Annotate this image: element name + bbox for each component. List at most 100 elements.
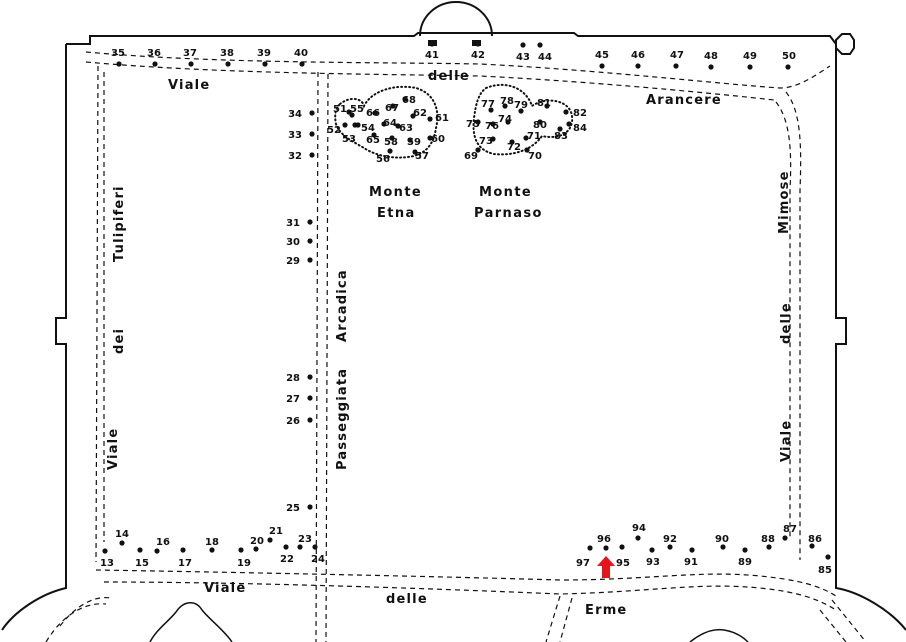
point-22: 22 (280, 544, 294, 565)
point-number-label: 92 (663, 534, 677, 545)
point-number-label: 81 (537, 98, 551, 109)
point-dot (390, 103, 396, 109)
point-dot (410, 113, 416, 119)
point-62: 62 (410, 108, 427, 119)
point-dot (102, 548, 108, 554)
point-dot (523, 135, 529, 141)
point-number-label: 21 (269, 526, 283, 537)
point-dot (267, 537, 273, 543)
point-dot (372, 110, 378, 116)
point-15: 15 (135, 547, 149, 569)
point-dot (342, 122, 348, 128)
point-dot (537, 42, 543, 48)
point-dot (402, 96, 408, 102)
street-label-delle-top: delle (428, 69, 470, 84)
point-dot (395, 123, 401, 129)
point-82: 82 (563, 108, 587, 119)
point-dot (502, 103, 508, 109)
point-71: 71 (523, 131, 541, 142)
point-dot (619, 544, 625, 550)
point-number-label: 79 (514, 100, 528, 111)
point-dot (307, 374, 313, 380)
point-97: 97 (576, 545, 593, 569)
point-31: 31 (286, 218, 313, 229)
street-label-viale-bottom: Viale (204, 581, 246, 596)
point-33: 33 (288, 130, 315, 141)
point-dot (309, 110, 315, 116)
street-label-tulipiferi: Tulipiferi (112, 185, 127, 262)
point-73: 73 (479, 136, 496, 147)
point-37: 37 (183, 48, 197, 67)
point-dot (238, 547, 244, 553)
point-number-label: 57 (415, 151, 429, 162)
point-dot (412, 149, 418, 155)
point-83: 83 (554, 126, 568, 142)
point-number-label: 27 (286, 394, 300, 405)
point-number-label: 70 (528, 151, 542, 162)
point-96: 96 (597, 534, 611, 551)
point-dot (649, 547, 655, 553)
point-number-label: 68 (402, 95, 416, 106)
point-46: 46 (631, 50, 645, 69)
point-number-label: 50 (782, 51, 796, 62)
point-number-label: 84 (573, 123, 587, 134)
point-68: 68 (402, 95, 416, 106)
point-20: 20 (250, 536, 264, 552)
point-dot (537, 119, 543, 125)
point-number-label: 32 (288, 151, 302, 162)
point-dot (603, 545, 609, 551)
point-number-label: 74 (498, 114, 512, 125)
street-label-viale-left: Viale (106, 428, 121, 470)
street-label-delle-right: delle (779, 302, 794, 344)
point-number-label: 16 (156, 537, 170, 548)
point-56: 56 (376, 148, 393, 165)
point-number-label: 41 (425, 50, 439, 61)
point-dot (154, 548, 160, 554)
point-89: 89 (738, 547, 752, 568)
numbered-points: 1314151617181920212223242526272829303132… (100, 41, 832, 576)
point-dot (747, 64, 753, 70)
mount-label-parnaso-line2: Parnaso (474, 206, 543, 221)
point-number-label: 59 (407, 137, 421, 148)
mount-label-etna-line1: Monte (369, 185, 422, 200)
point-dot (557, 126, 563, 132)
point-number-label: 94 (632, 523, 646, 534)
point-dot (635, 63, 641, 69)
point-number-label: 31 (286, 218, 300, 229)
point-dot (225, 61, 231, 67)
point-dot (809, 543, 815, 549)
point-number-label: 48 (704, 51, 718, 62)
point-66: 66 (366, 108, 380, 119)
point-number-label: 60 (431, 134, 445, 145)
point-90: 90 (715, 534, 729, 550)
point-dot (505, 119, 511, 125)
point-dot (188, 61, 194, 67)
point-number-label: 25 (286, 503, 300, 514)
point-number-label: 13 (100, 558, 114, 569)
point-dot (720, 544, 726, 550)
point-number-label: 33 (288, 130, 302, 141)
point-dot (689, 547, 695, 553)
point-number-label: 87 (783, 524, 797, 535)
point-number-label: 51 (333, 104, 347, 115)
point-number-label: 49 (743, 51, 757, 62)
point-dot (708, 64, 714, 70)
point-number-label: 28 (286, 373, 300, 384)
point-69: 69 (464, 147, 481, 162)
point-57: 57 (412, 149, 429, 162)
point-number-label: 40 (294, 48, 308, 59)
point-dot (520, 42, 526, 48)
point-number-label: 95 (616, 558, 630, 569)
point-number-label: 43 (516, 52, 530, 63)
point-dot (349, 112, 355, 118)
point-number-label: 90 (715, 534, 729, 545)
point-55: 55 (349, 104, 364, 118)
point-32: 32 (288, 151, 315, 162)
point-number-label: 22 (280, 554, 294, 565)
point-number-label: 78 (500, 96, 514, 107)
point-dot (312, 544, 318, 550)
street-label-viale-right: Viale (779, 420, 794, 462)
point-95: 95 (616, 544, 630, 569)
point-number-label: 55 (350, 104, 364, 115)
